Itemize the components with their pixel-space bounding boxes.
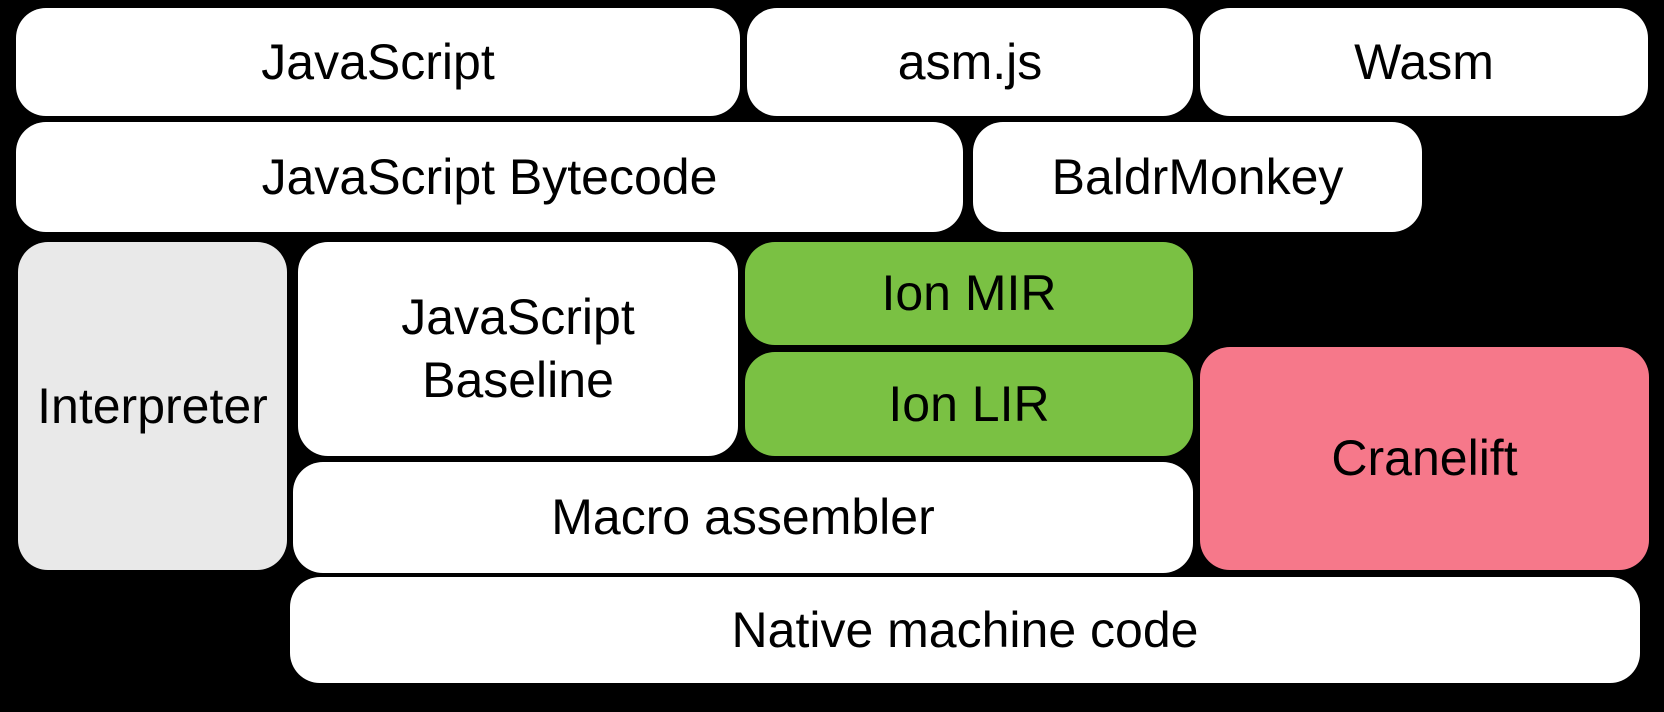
box-label-cranelift: Cranelift — [1331, 430, 1518, 486]
box-label-javascript: JavaScript — [261, 33, 495, 90]
box-label-ion-lir: Ion LIR — [888, 375, 1050, 432]
box-macro-assembler: Macro assembler — [293, 462, 1193, 573]
box-javascript-baseline: JavaScript Baseline — [298, 242, 738, 456]
box-asmjs: asm.js — [747, 8, 1193, 116]
box-javascript-bytecode: JavaScript Bytecode — [16, 122, 963, 232]
box-label-javascript-baseline: JavaScript Baseline — [401, 289, 635, 408]
box-label-interpreter: Interpreter — [37, 377, 268, 434]
box-wasm: Wasm — [1200, 8, 1648, 116]
box-baldrmonkey: BaldrMonkey — [973, 122, 1422, 232]
box-cranelift: Cranelift — [1200, 347, 1649, 570]
box-label-native-machine-code: Native machine code — [731, 601, 1199, 658]
box-label-wasm: Wasm — [1354, 33, 1494, 90]
box-ion-mir: Ion MIR — [745, 242, 1193, 345]
box-label-asmjs: asm.js — [897, 33, 1043, 90]
box-label-baldrmonkey: BaldrMonkey — [1051, 148, 1344, 205]
box-label-javascript-bytecode: JavaScript Bytecode — [261, 148, 718, 205]
box-interpreter: Interpreter — [18, 242, 287, 570]
box-ion-lir: Ion LIR — [745, 352, 1193, 456]
box-label-macro-assembler: Macro assembler — [551, 489, 935, 545]
box-label-ion-mir: Ion MIR — [881, 265, 1057, 321]
box-javascript: JavaScript — [16, 8, 740, 116]
box-native-machine-code: Native machine code — [290, 577, 1640, 683]
